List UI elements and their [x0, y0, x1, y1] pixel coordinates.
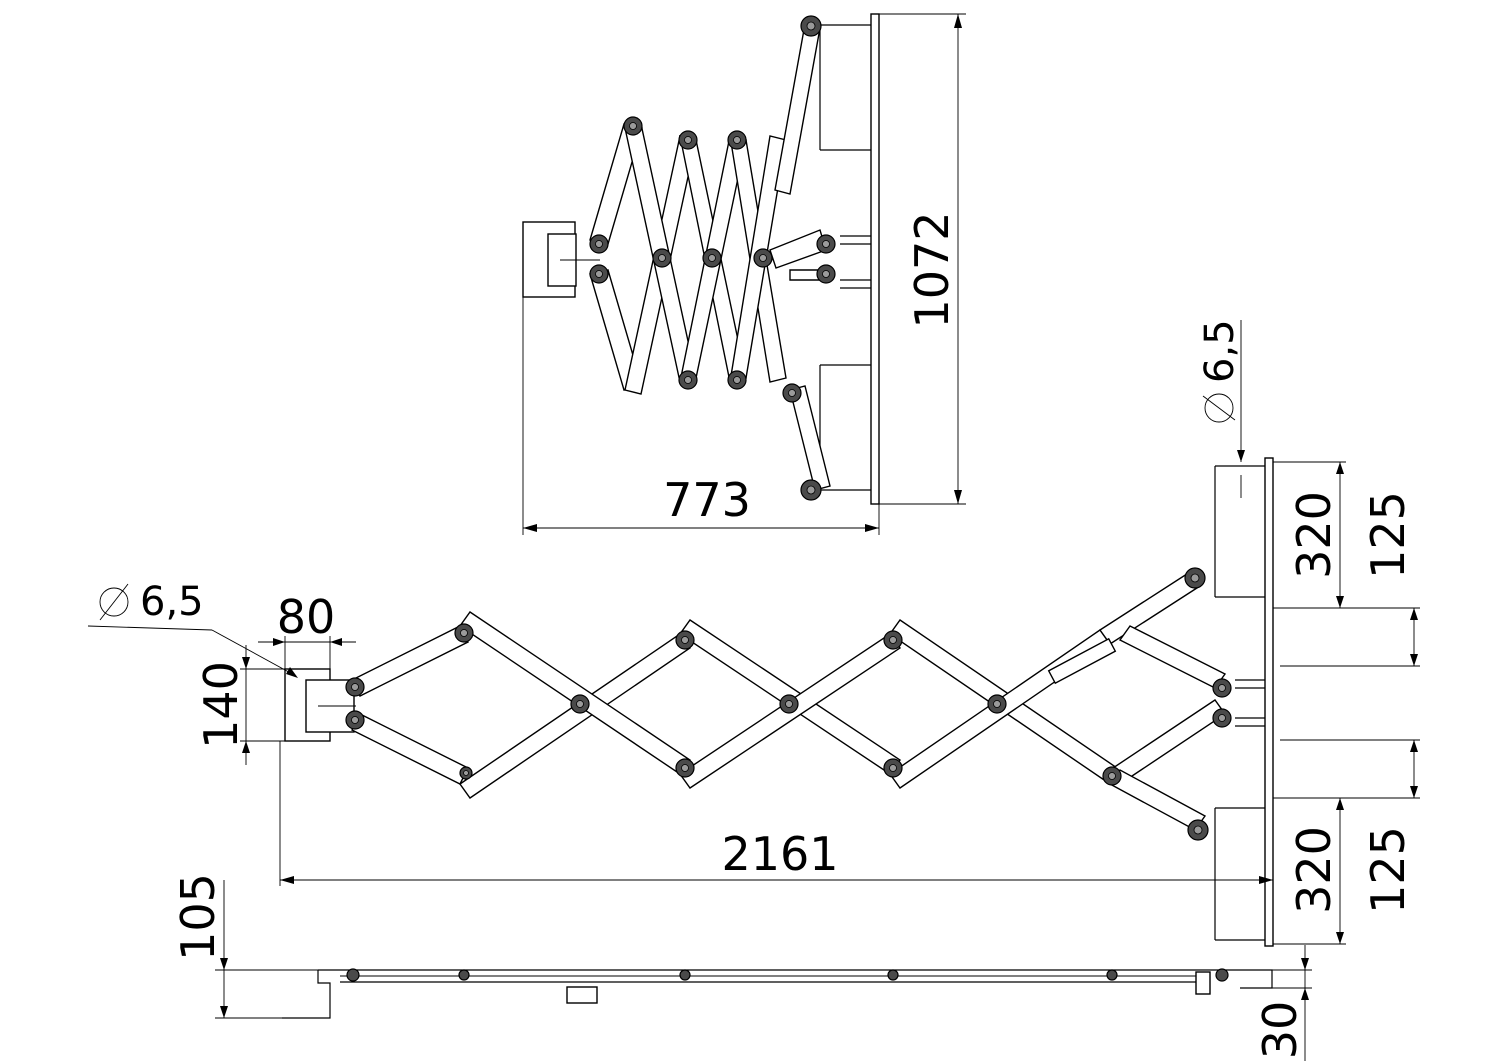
dim-1072-label: 1072 [905, 211, 959, 328]
profile-end-hook [1195, 971, 1211, 995]
dimension-80: 80 [258, 590, 356, 669]
hole-left-label: 6,5 [140, 579, 204, 625]
folded-view: 773 1072 [522, 13, 966, 535]
profile-top-edge [318, 969, 1273, 989]
extended-upper-hanger [1214, 465, 1265, 598]
dim-105-label: 105 [171, 873, 225, 961]
dimension-upper-rail: 320 125 [1273, 461, 1420, 667]
folded-lower-hanger [819, 364, 871, 491]
hole-callout-left: 6,5 [87, 579, 298, 678]
diameter-icon-right [1204, 393, 1234, 423]
diameter-icon [99, 587, 129, 617]
extended-view: 2161 80 140 6,5 [87, 319, 1420, 947]
dimension-lower-rail: 320 125 [1273, 739, 1420, 945]
dimension-105: 105 [171, 873, 318, 1019]
folded-upper-hanger [819, 24, 871, 151]
folded-mount-rail [870, 13, 880, 505]
dimension-140: 140 [194, 645, 285, 765]
extended-pins [345, 567, 1232, 841]
profile-clip [566, 986, 598, 1004]
dim-lower-125-label: 125 [1361, 826, 1415, 914]
extended-lower-hanger [1214, 807, 1265, 941]
dim-lower-320-label: 320 [1287, 826, 1341, 914]
dim-2161-label: 2161 [721, 827, 838, 881]
dimension-30: 30 [1253, 945, 1312, 1061]
hole-right-label: 6,5 [1197, 319, 1243, 383]
folded-mid-stubs [840, 235, 871, 289]
extended-mount-rail [1264, 457, 1274, 947]
profile-bracket [282, 970, 331, 1019]
dimension-1072: 1072 [879, 13, 966, 505]
extended-mid-stubs [1235, 679, 1265, 727]
dim-upper-320-label: 320 [1287, 491, 1341, 579]
dimension-773: 773 [522, 297, 880, 535]
dim-80-label: 80 [277, 590, 336, 644]
dim-upper-125-label: 125 [1361, 491, 1415, 579]
dim-30-label: 30 [1253, 1001, 1307, 1060]
dimension-2161: 2161 [279, 741, 1273, 886]
folded-pins [589, 15, 836, 501]
dim-140-label: 140 [194, 661, 248, 749]
profile-view: 105 30 [171, 873, 1312, 1061]
hole-callout-right: 6,5 [1197, 319, 1245, 498]
dim-773-label: 773 [663, 473, 751, 527]
